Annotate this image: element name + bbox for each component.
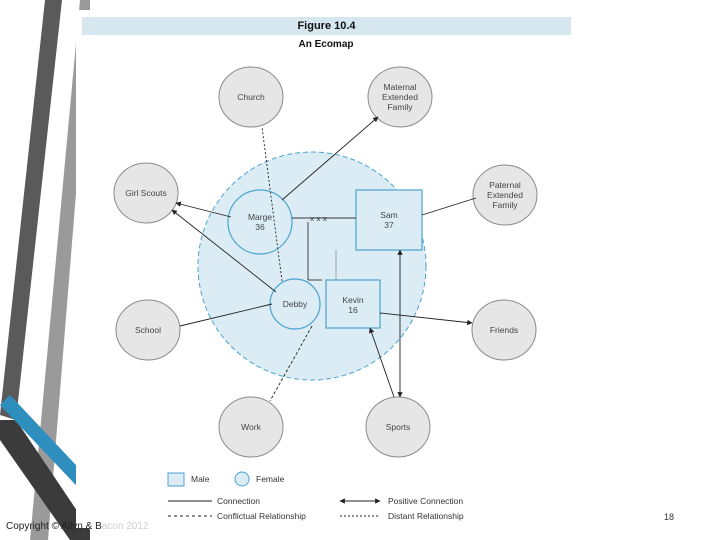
legend-female-swatch	[234, 471, 250, 487]
legend-male-swatch	[167, 472, 185, 487]
copyright-main: Copyright © Allyn & B	[6, 521, 102, 532]
sam-label: Sam 37	[380, 210, 398, 230]
marge-label: Marge 36	[247, 212, 273, 232]
figure-number: Figure 10.4	[297, 20, 356, 32]
sam-node	[355, 189, 423, 251]
debby-work-conflict-line	[269, 325, 313, 402]
marge-node	[227, 189, 293, 255]
girlscouts-debby-line	[171, 209, 277, 293]
debby-label: Debby	[282, 299, 308, 309]
paternal-label: Paternal Extended Family	[487, 180, 523, 210]
kevin-node	[325, 279, 381, 329]
legend-conflict-label: Conflictual Relationship	[217, 511, 306, 521]
legend-male-label: Male	[191, 474, 210, 484]
girl-scouts-node	[113, 162, 179, 224]
slide-decoration	[0, 0, 90, 540]
maternal-node	[367, 66, 433, 128]
conflict-marks: x x x	[310, 215, 327, 223]
kevin-label: Kevin 16	[342, 295, 364, 315]
copyright-text: Copyright © Allyn & Bacon 2012	[6, 521, 148, 532]
ecomap-diagram: x x x	[113, 66, 538, 517]
sports-label: Sports	[385, 422, 411, 432]
work-node	[218, 396, 284, 458]
legend-connection-label: Connection	[217, 496, 261, 506]
debby-node	[269, 278, 321, 330]
maternal-label: Maternal Extended Family	[382, 82, 418, 112]
figure-title: An Ecomap	[298, 39, 354, 50]
sam-paternal-line	[421, 197, 477, 216]
ecomap-figure: Figure 10.4 An Ecomap x x x	[76, 10, 576, 528]
school-label: School	[135, 325, 161, 335]
school-debby-line	[179, 303, 273, 327]
copyright-faded: acon 2012	[101, 521, 149, 532]
friends-label: Friends	[489, 325, 519, 335]
church-label: Church	[237, 92, 265, 102]
school-node	[115, 299, 181, 361]
marge-maternal-line	[281, 116, 379, 201]
maternal-girlscouts-line	[175, 201, 232, 218]
figure-header: Figure 10.4	[82, 17, 571, 35]
work-label: Work	[241, 422, 261, 432]
kevin-friends-line	[379, 312, 473, 326]
kevin-sports-line	[369, 327, 395, 398]
legend-positive-label: Positive Connection	[388, 496, 464, 506]
debby-church-line	[261, 126, 283, 282]
girl-scouts-label: Girl Scouts	[125, 188, 167, 198]
legend-female-label: Female	[256, 474, 285, 484]
page-number: 18	[664, 512, 675, 522]
paternal-node	[472, 164, 538, 226]
legend-distant-label: Distant Relationship	[388, 511, 464, 521]
church-node	[218, 66, 284, 128]
friends-node	[471, 299, 537, 361]
household-circle	[197, 151, 427, 381]
